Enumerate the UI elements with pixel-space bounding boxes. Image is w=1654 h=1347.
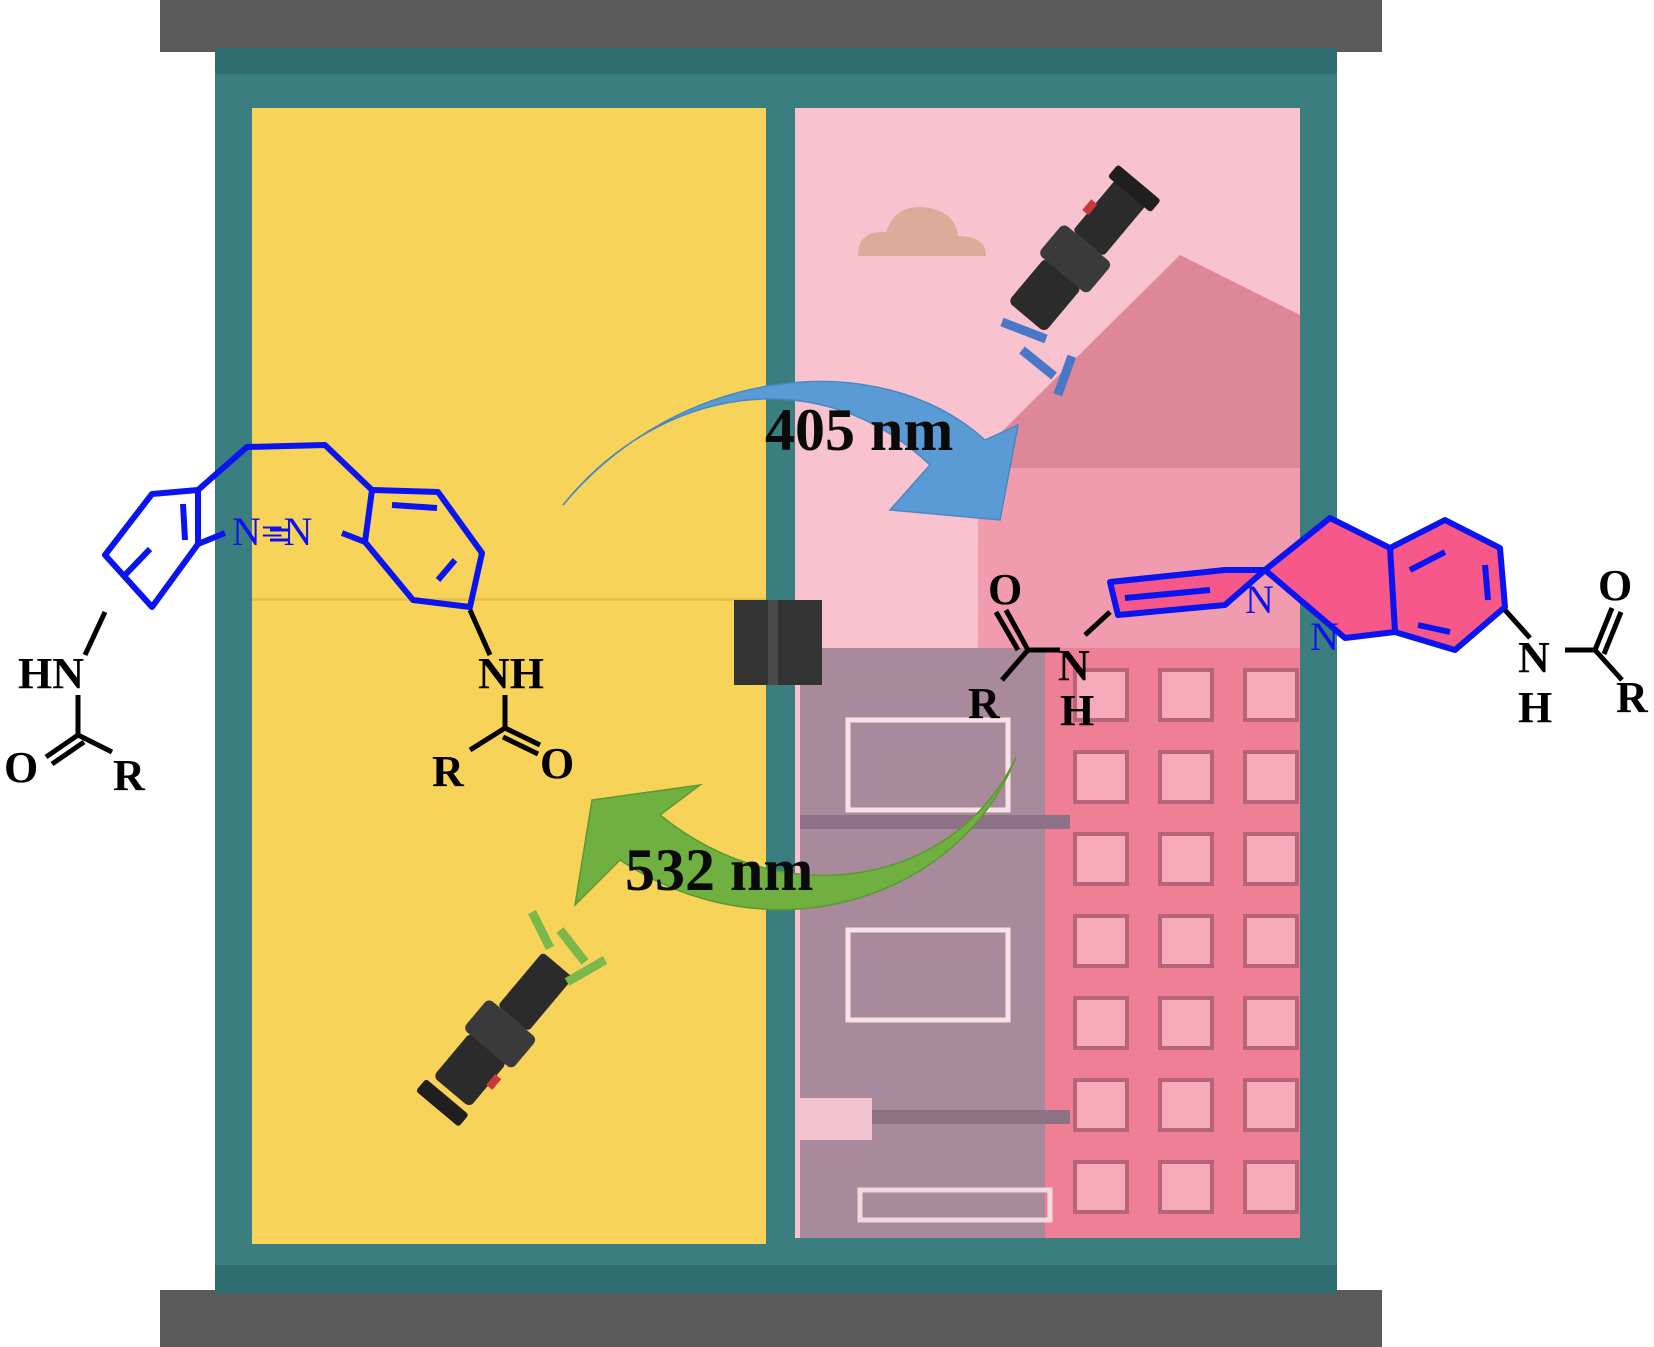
building-ground-window xyxy=(857,1187,1053,1223)
window-handle-notch xyxy=(768,600,778,685)
forward-wavelength-label: 405 nm xyxy=(765,397,953,463)
forward-arrow: 405 nm xyxy=(562,380,1020,521)
building-window xyxy=(1243,668,1299,722)
building-window xyxy=(1073,996,1129,1050)
right-left-n-label: N xyxy=(1058,641,1090,690)
building-window xyxy=(1158,832,1214,886)
cloud-icon xyxy=(858,207,986,256)
building-window xyxy=(1073,914,1129,968)
building-shelf-1 xyxy=(800,815,1070,829)
right-left-o-label: O xyxy=(988,565,1022,614)
right-right-o-label: O xyxy=(1598,561,1632,610)
right-n1-label: N xyxy=(1245,577,1274,622)
right-left-r-label: R xyxy=(968,679,1001,728)
building-window xyxy=(1158,996,1214,1050)
left-ring-a xyxy=(102,487,201,610)
forward-arrow-shape xyxy=(562,380,1020,521)
building-window xyxy=(1158,914,1214,968)
building-window xyxy=(1243,914,1299,968)
building-window xyxy=(1243,996,1299,1050)
right-n2-label: N xyxy=(1310,614,1339,659)
right-pane xyxy=(795,108,1300,1238)
right-right-r-label: R xyxy=(1616,673,1649,722)
right-o-label: O xyxy=(540,739,574,788)
left-r-label: R xyxy=(113,751,146,800)
building-roof xyxy=(965,255,1300,468)
left-hn-label: HN xyxy=(18,649,84,698)
building-window xyxy=(1158,1078,1214,1132)
building-window xyxy=(1073,1078,1129,1132)
building-window xyxy=(1158,750,1214,804)
building-window xyxy=(1073,832,1129,886)
backward-arrow: 532 nm xyxy=(573,756,1017,911)
backward-arrow-shape xyxy=(573,756,1017,911)
building-window xyxy=(1158,668,1214,722)
right-right-n-label: N xyxy=(1518,633,1550,682)
frame-teal-shade-top xyxy=(215,48,1337,74)
left-molecule: N=N HN O R NH R O xyxy=(4,442,574,800)
flashlight-icon xyxy=(1000,165,1160,397)
building-window xyxy=(845,927,1011,1023)
left-azo-label: N=N xyxy=(232,509,312,554)
building-window xyxy=(1073,750,1129,804)
building-window xyxy=(1243,750,1299,804)
right-molecule: N N O N H R N H O R xyxy=(968,515,1649,735)
building-window xyxy=(1073,1160,1129,1214)
right-left-h-label: H xyxy=(1060,686,1094,735)
right-r-label: R xyxy=(432,747,465,796)
frame-top-bar xyxy=(160,0,1382,52)
left-pane-seam xyxy=(252,598,766,601)
building-window xyxy=(845,717,1011,813)
building-window xyxy=(1243,1160,1299,1214)
building-upper-wall xyxy=(978,468,1300,648)
building-window xyxy=(1073,668,1129,722)
building-window xyxy=(1243,832,1299,886)
frame-bottom-bar xyxy=(160,1290,1382,1347)
flashlight-icon xyxy=(416,909,608,1126)
right-nh-label: NH xyxy=(478,649,544,698)
building-left-block xyxy=(800,648,1050,1238)
right-bridge xyxy=(1262,515,1398,641)
right-right-h-label: H xyxy=(1518,683,1552,732)
building-sign xyxy=(800,1098,872,1140)
backward-wavelength-label: 532 nm xyxy=(625,837,813,903)
frame-teal-shade-bottom xyxy=(215,1265,1337,1294)
building-window xyxy=(1158,1160,1214,1214)
building-windows xyxy=(845,668,1299,1214)
building-window xyxy=(1243,1078,1299,1132)
left-o-label: O xyxy=(4,743,38,792)
